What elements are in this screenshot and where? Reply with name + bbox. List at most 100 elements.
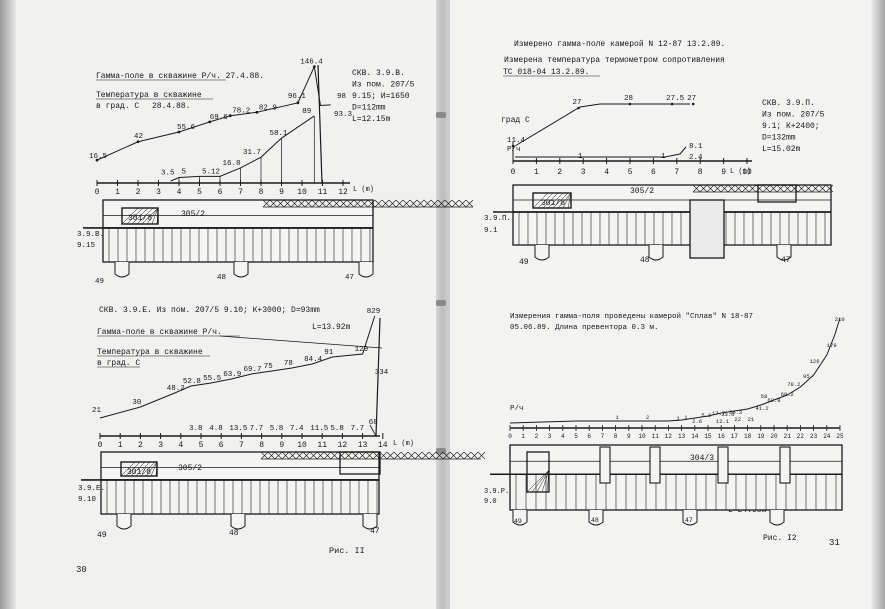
fig1-section-room-hatch: [136, 207, 154, 225]
fig1-section-crosshatch: [353, 199, 362, 208]
fig2-gamma-value: 7.7: [351, 425, 365, 433]
fig3-axis-tick-label: 2: [557, 168, 562, 177]
fig1-temperature-point: [136, 140, 140, 144]
fig4-curve-value: 178: [827, 342, 837, 349]
fig1-temperature-value: 146.4: [300, 59, 323, 67]
fig2-temperature-value: 91: [324, 349, 334, 357]
fig3-section-pillar: [534, 245, 550, 261]
fig4-axis-tick-label: 6: [587, 433, 591, 440]
fig2-section-room-hatch: [125, 461, 141, 477]
fig4-axis-tick-label: 19: [757, 433, 765, 440]
fig3-room-label: 301/8: [541, 199, 565, 208]
fig4-curve-value: 210: [835, 316, 845, 323]
fig3-info-line: Из пом. 207/5: [762, 111, 825, 120]
fig3-temperature-value: 27: [687, 95, 696, 103]
fig1-section-room-hatch: [151, 207, 159, 225]
page-edge-shadow: [871, 0, 885, 609]
fig4-section-pillar: [682, 510, 698, 526]
fig3-bottom-label: 49: [519, 258, 529, 267]
fig3-temperature-point: [577, 106, 580, 110]
fig1-gamma-title: Гамма-поле в скважине Р/ч. 27.4.88.: [96, 72, 264, 81]
fig3-temperature-curve: [514, 103, 690, 147]
fig1-axis-tick-label: 1: [115, 188, 120, 197]
fig4-room-hatch: [536, 469, 550, 493]
fig4-curve-value: 69.2: [781, 391, 794, 398]
fig4-title-date: 05.06.89. Длина превентора 0.3 м.: [510, 324, 659, 332]
fig2-section-crosshatch: [400, 451, 409, 460]
fig4-curve-value: 5.2: [701, 412, 711, 419]
fig4-curve-value: 62.8: [767, 397, 780, 404]
fig1-temperature-value: 93.3: [334, 111, 353, 119]
fig2-gamma-leader: [219, 335, 383, 349]
fig1-axis-tick-label: 2: [136, 188, 141, 197]
fig1-section-crosshatch: [430, 199, 439, 208]
fig3-section-crosshatch: [825, 184, 834, 193]
fig1-section-room-hatch: [126, 207, 144, 225]
fig3-level-label: 3.9.П.: [484, 215, 511, 223]
fig2-temp-title-unit: в град. С: [97, 359, 140, 368]
fig2-temperature-value: 52.8: [183, 378, 201, 386]
fig3-axis-tick-label: 8: [698, 168, 703, 177]
fig3-section-crosshatch: [769, 184, 778, 193]
binding-hole: [436, 448, 446, 454]
fig1-section-room-hatch: [131, 207, 149, 225]
fig1-section-crosshatch: [465, 199, 474, 208]
fig4-axis-tick-label: 11: [652, 433, 660, 440]
fig2-axis-tick-label: 12: [338, 441, 348, 450]
fig4-curve-value: 26.2: [729, 409, 742, 416]
fig1-section-crosshatch: [409, 199, 418, 208]
fig3-section-room-hatch: [557, 192, 572, 209]
fig2-temperature-value: 30: [132, 399, 142, 407]
fig2-axis-tick-label: 4: [178, 441, 183, 450]
fig2-temperature-value: 84.4: [304, 356, 323, 364]
fig2-axis-tick-label: 0: [98, 441, 103, 450]
fig3-temp-unit: град С: [501, 116, 530, 125]
fig2-section-room-hatch: [135, 461, 151, 477]
fig1-axis-tick-label: 4: [177, 188, 182, 197]
fig1-section-crosshatch: [304, 199, 313, 208]
fig3-level-label: 9.1: [484, 227, 498, 235]
fig1-info-line: D=112mm: [352, 104, 386, 113]
fig2-section-crosshatch: [351, 451, 360, 460]
fig4-curve-value: 21: [748, 416, 755, 423]
fig1-temperature-point: [296, 101, 300, 105]
fig2-section-crosshatch: [393, 451, 402, 460]
fig1-room-label: 301/8: [128, 214, 152, 223]
fig2-section-room-hatch: [140, 461, 156, 477]
fig1-section-crosshatch: [276, 199, 285, 208]
fig1-section-crosshatch: [262, 199, 271, 208]
fig2-axis-tick-label: 14: [378, 441, 388, 450]
fig1-temperature-value: 55.6: [177, 124, 196, 132]
fig2-section-crosshatch: [316, 451, 325, 460]
fig3-section-crosshatch: [818, 184, 827, 193]
fig2-section-crosshatch: [365, 451, 374, 460]
fig1-temperature-point: [95, 158, 99, 162]
fig3-info-line: D=132mm: [762, 134, 796, 143]
fig2-section-crosshatch: [386, 451, 395, 460]
fig4-axis-tick-label: 15: [704, 433, 712, 440]
fig2-section-crosshatch: [302, 451, 311, 460]
fig4-room-hatch: [541, 469, 550, 493]
fig4-axis-tick-label: 9: [627, 433, 631, 440]
fig2-section-crosshatch: [288, 451, 297, 460]
fig2-axis-tick-label: 2: [138, 441, 143, 450]
fig2-temperature-curve: [99, 315, 376, 419]
fig1-section-crosshatch: [437, 199, 446, 208]
fig2-section-crosshatch: [295, 451, 304, 460]
fig2-top-box: [339, 451, 381, 475]
fig1-section-crosshatch: [381, 199, 390, 208]
fig4-curve-value: 126: [810, 358, 820, 365]
fig3-info-line: L=15.02m: [762, 145, 801, 154]
fig4-curve-value: 1: [684, 414, 688, 421]
fig1-temperature-value: 82.9: [259, 104, 277, 112]
fig1-section-crosshatch: [402, 199, 411, 208]
fig3-temperature-point: [511, 144, 515, 148]
fig1-temperature-value: 69.6: [210, 114, 229, 122]
fig2-level-label: 3.9.Е.: [78, 485, 105, 493]
fig4-bottom-label: 49: [514, 518, 522, 525]
fig2-temperature-value: 78: [284, 360, 293, 368]
fig3-temp-title: Измерена температура термометром сопроти…: [504, 56, 725, 65]
fig1-temp-date: 28.4.88.: [152, 102, 190, 111]
fig4-axis-tick-label: 4: [561, 433, 565, 440]
